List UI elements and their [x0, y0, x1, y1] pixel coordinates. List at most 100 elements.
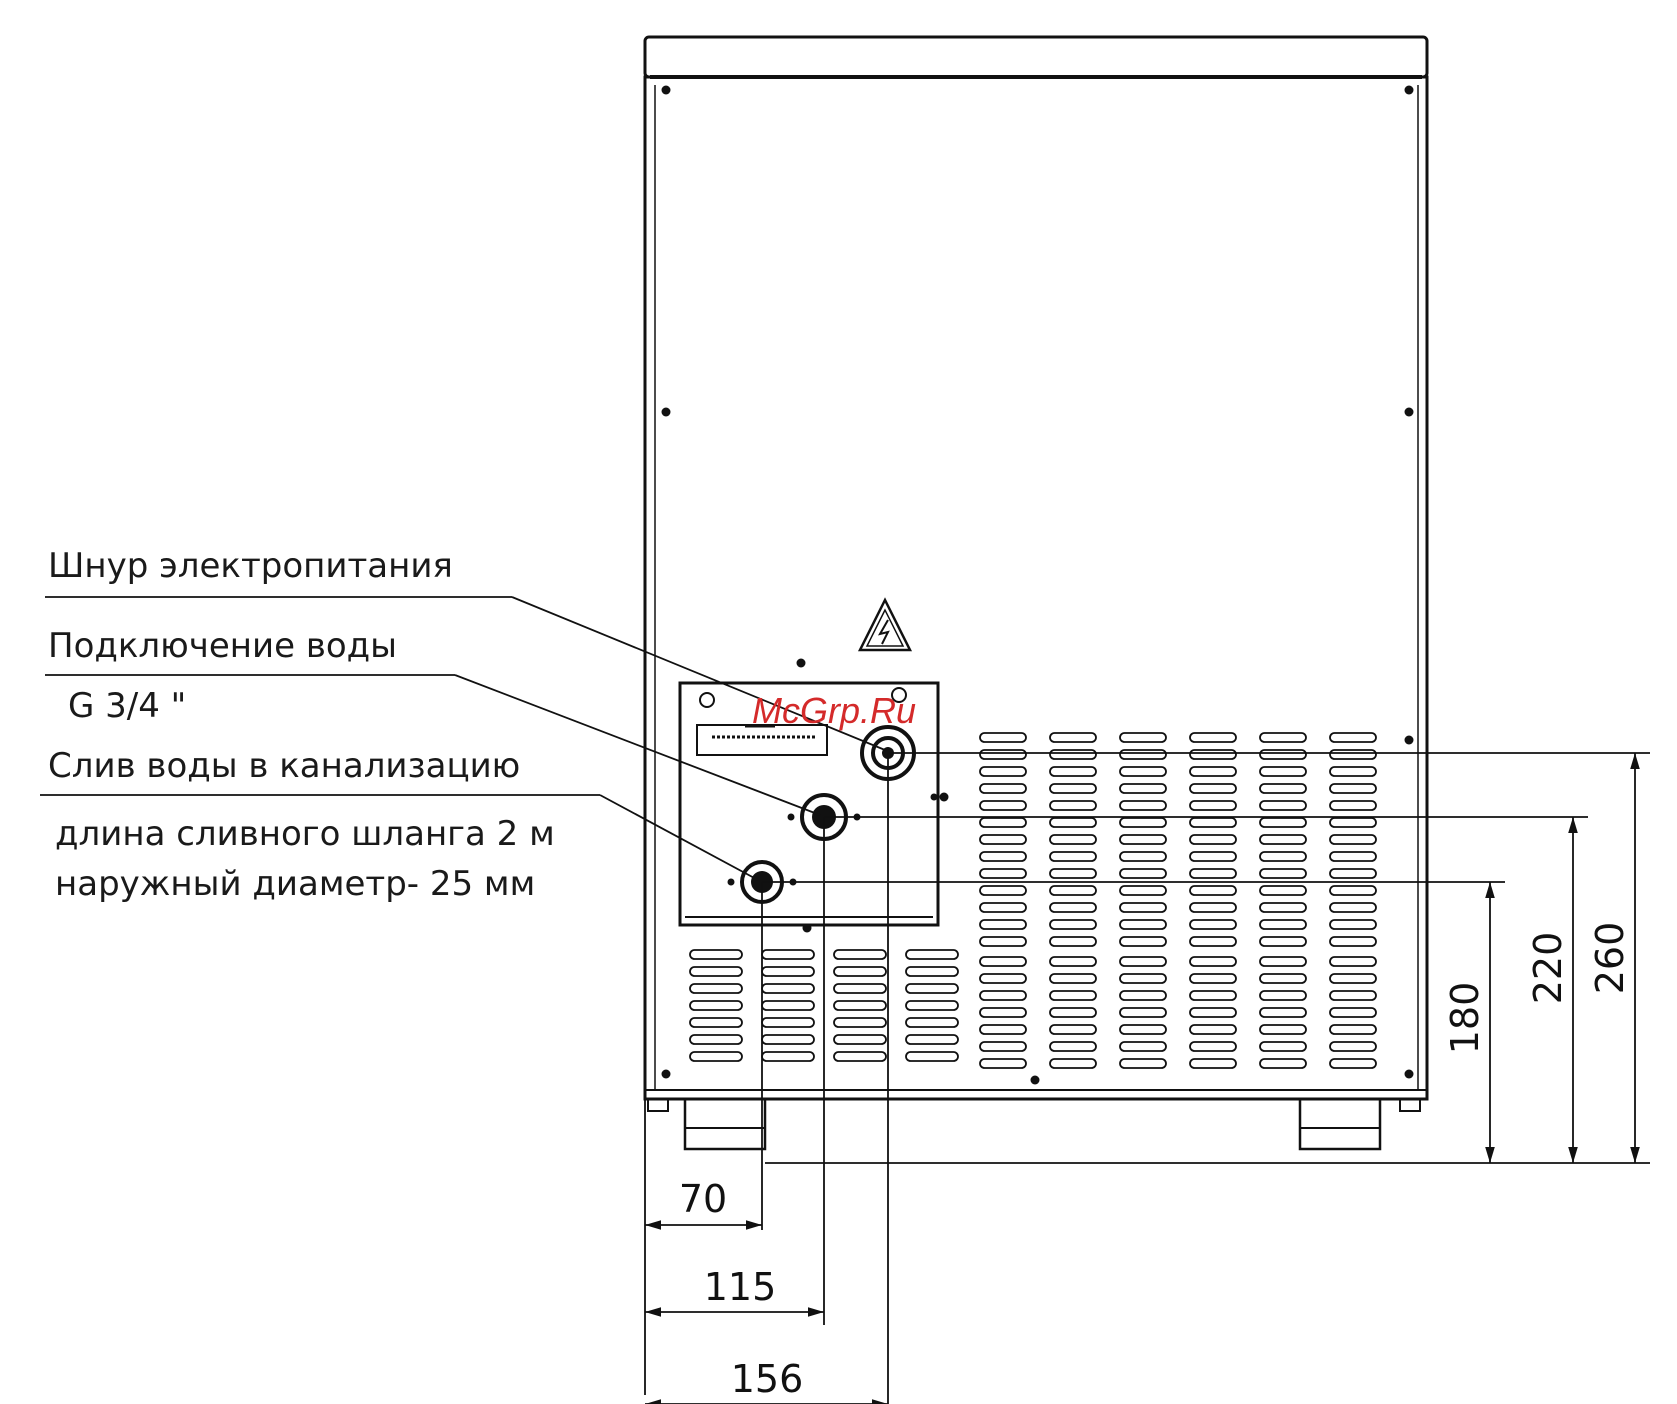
- vent-slot: [762, 1035, 814, 1044]
- vent-slot: [980, 801, 1026, 810]
- vent-slot: [1190, 957, 1236, 966]
- vent-slot: [1050, 784, 1096, 793]
- vent-slot: [1050, 852, 1096, 861]
- vent-slot: [1190, 937, 1236, 946]
- vent-slot: [1190, 784, 1236, 793]
- vent-slot: [1050, 1008, 1096, 1017]
- vent-slot: [1260, 852, 1306, 861]
- vent-slot: [762, 967, 814, 976]
- vent-slot: [1330, 1059, 1376, 1068]
- vent-slot: [690, 1052, 742, 1061]
- label-water-connection: Подключение воды: [48, 626, 397, 666]
- vent-slot: [762, 1052, 814, 1061]
- vent-slot: [1050, 957, 1096, 966]
- vent-slot: [1190, 852, 1236, 861]
- vent-slot: [1260, 869, 1306, 878]
- vent-slot: [1330, 1008, 1376, 1017]
- vent-slot: [834, 984, 886, 993]
- vent-slot: [1260, 818, 1306, 827]
- label-hose-length: длина сливного шланга 2 м: [55, 814, 555, 854]
- vent-slot: [1260, 1059, 1306, 1068]
- vent-slot: [980, 1059, 1026, 1068]
- dimension-lines: [645, 753, 1635, 1404]
- vent-slot: [1120, 869, 1166, 878]
- watermark: McGrp.Ru: [752, 690, 916, 731]
- vent-slot: [1190, 1025, 1236, 1034]
- vent-slot: [1120, 991, 1166, 1000]
- vent-slot: [1050, 937, 1096, 946]
- vent-slot: [1120, 750, 1166, 759]
- vent-slot: [1330, 1025, 1376, 1034]
- vent-slot: [1050, 991, 1096, 1000]
- extension-lines: [645, 753, 1650, 1404]
- vent-slot: [1120, 957, 1166, 966]
- vent-slot: [834, 1001, 886, 1010]
- vent-slot: [1190, 767, 1236, 776]
- vent-slot: [1190, 886, 1236, 895]
- vent-slot: [1120, 1042, 1166, 1051]
- vent-slot: [1050, 1042, 1096, 1051]
- vent-slot: [980, 733, 1026, 742]
- vent-slot: [980, 818, 1026, 827]
- vent-slot: [1260, 957, 1306, 966]
- vent-slot: [980, 852, 1026, 861]
- vent-slot: [980, 1042, 1026, 1051]
- vent-slot: [1050, 801, 1096, 810]
- vent-slot: [690, 1035, 742, 1044]
- label-water-thread: G 3/4 ": [68, 686, 186, 726]
- vent-slot: [980, 991, 1026, 1000]
- vent-slot: [906, 967, 958, 976]
- vent-slot: [834, 1052, 886, 1061]
- vent-slot: [1260, 733, 1306, 742]
- vent-slot: [906, 1001, 958, 1010]
- vent-slot: [1190, 750, 1236, 759]
- vent-slot: [1120, 886, 1166, 895]
- vent-slot: [1120, 818, 1166, 827]
- vent-slot: [1330, 767, 1376, 776]
- vent-slot: [1260, 991, 1306, 1000]
- vent-slot: [1260, 920, 1306, 929]
- vent-slot: [1260, 974, 1306, 983]
- vent-slot: [690, 950, 742, 959]
- vent-grille-upper: [980, 733, 1376, 946]
- vent-slot: [980, 886, 1026, 895]
- vent-slot: [1190, 818, 1236, 827]
- vent-slot: [762, 1018, 814, 1027]
- vent-slot: [1260, 1042, 1306, 1051]
- vent-slot: [1050, 750, 1096, 759]
- vent-slot: [834, 967, 886, 976]
- vent-slot: [1120, 835, 1166, 844]
- vent-slot: [1120, 852, 1166, 861]
- vent-slot: [980, 784, 1026, 793]
- vent-slot: [1190, 835, 1236, 844]
- vent-slot: [1120, 767, 1166, 776]
- vent-slot: [1330, 733, 1376, 742]
- vent-slot: [762, 984, 814, 993]
- vent-slot: [1260, 886, 1306, 895]
- vent-slot: [1120, 920, 1166, 929]
- vent-slot: [1330, 991, 1376, 1000]
- dim-water-x: 115: [704, 1265, 777, 1309]
- vent-slot: [1120, 974, 1166, 983]
- vent-slot: [1050, 767, 1096, 776]
- vent-slot: [1050, 974, 1096, 983]
- vent-slot: [980, 750, 1026, 759]
- vent-slot: [1050, 1059, 1096, 1068]
- vent-slot: [1050, 818, 1096, 827]
- vent-slot: [1330, 869, 1376, 878]
- dim-drain-h: 180: [1443, 982, 1487, 1055]
- vent-slot: [1330, 852, 1376, 861]
- vent-slot: [906, 1018, 958, 1027]
- vent-slot: [1330, 974, 1376, 983]
- vent-slot: [1330, 886, 1376, 895]
- vent-slot: [690, 1018, 742, 1027]
- vent-slot: [980, 920, 1026, 929]
- vent-slot: [762, 1001, 814, 1010]
- vent-slot: [1190, 1008, 1236, 1017]
- vent-slot: [1120, 801, 1166, 810]
- vent-slot: [906, 950, 958, 959]
- vent-slot: [1190, 869, 1236, 878]
- vent-grille-lower: [690, 950, 1376, 1068]
- vent-slot: [1260, 903, 1306, 912]
- vent-slot: [834, 1035, 886, 1044]
